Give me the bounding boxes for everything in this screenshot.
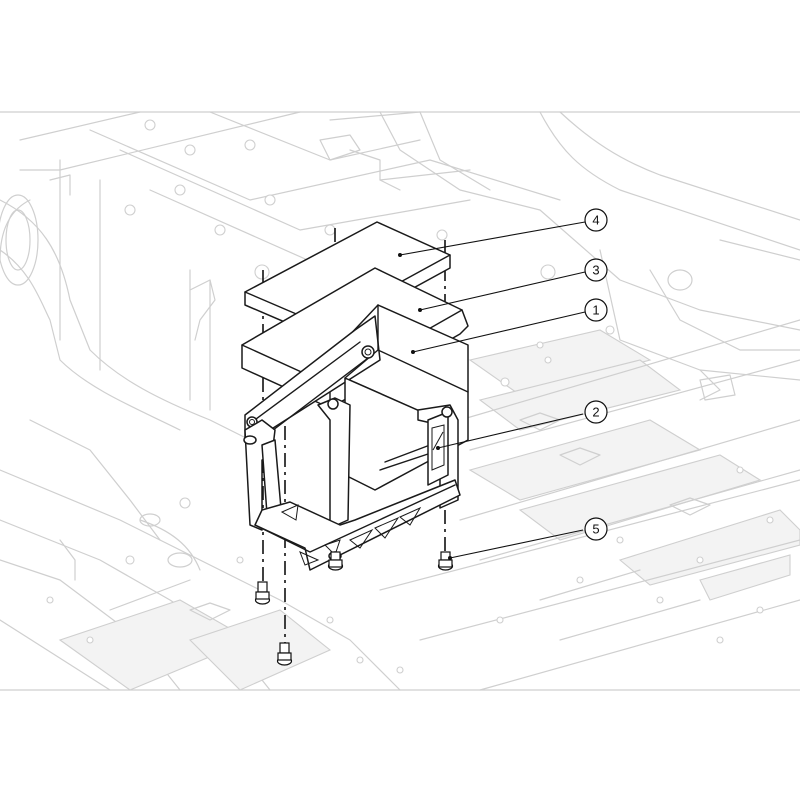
part-5-screws: [254, 551, 454, 666]
screw-center: [327, 551, 344, 571]
screw-left: [254, 581, 271, 605]
callout-label-3: 3: [592, 263, 599, 278]
part-2-bracket: [243, 397, 461, 571]
screw-right: [437, 551, 454, 571]
part-1-box: [244, 304, 469, 491]
callout-3: 3: [584, 258, 608, 282]
callout-label-5: 5: [592, 522, 599, 537]
callout-label-4: 4: [592, 213, 599, 228]
callout-leaders: [398, 221, 586, 560]
callout-1: 1: [584, 298, 608, 322]
callout-5: 5: [584, 517, 608, 541]
callout-label-1: 1: [592, 303, 599, 318]
callout-4: 4: [584, 208, 608, 232]
background-vehicle-structure: [0, 111, 800, 691]
callout-label-2: 2: [592, 405, 599, 420]
callout-2: 2: [584, 400, 608, 424]
screw-front: [276, 642, 293, 666]
